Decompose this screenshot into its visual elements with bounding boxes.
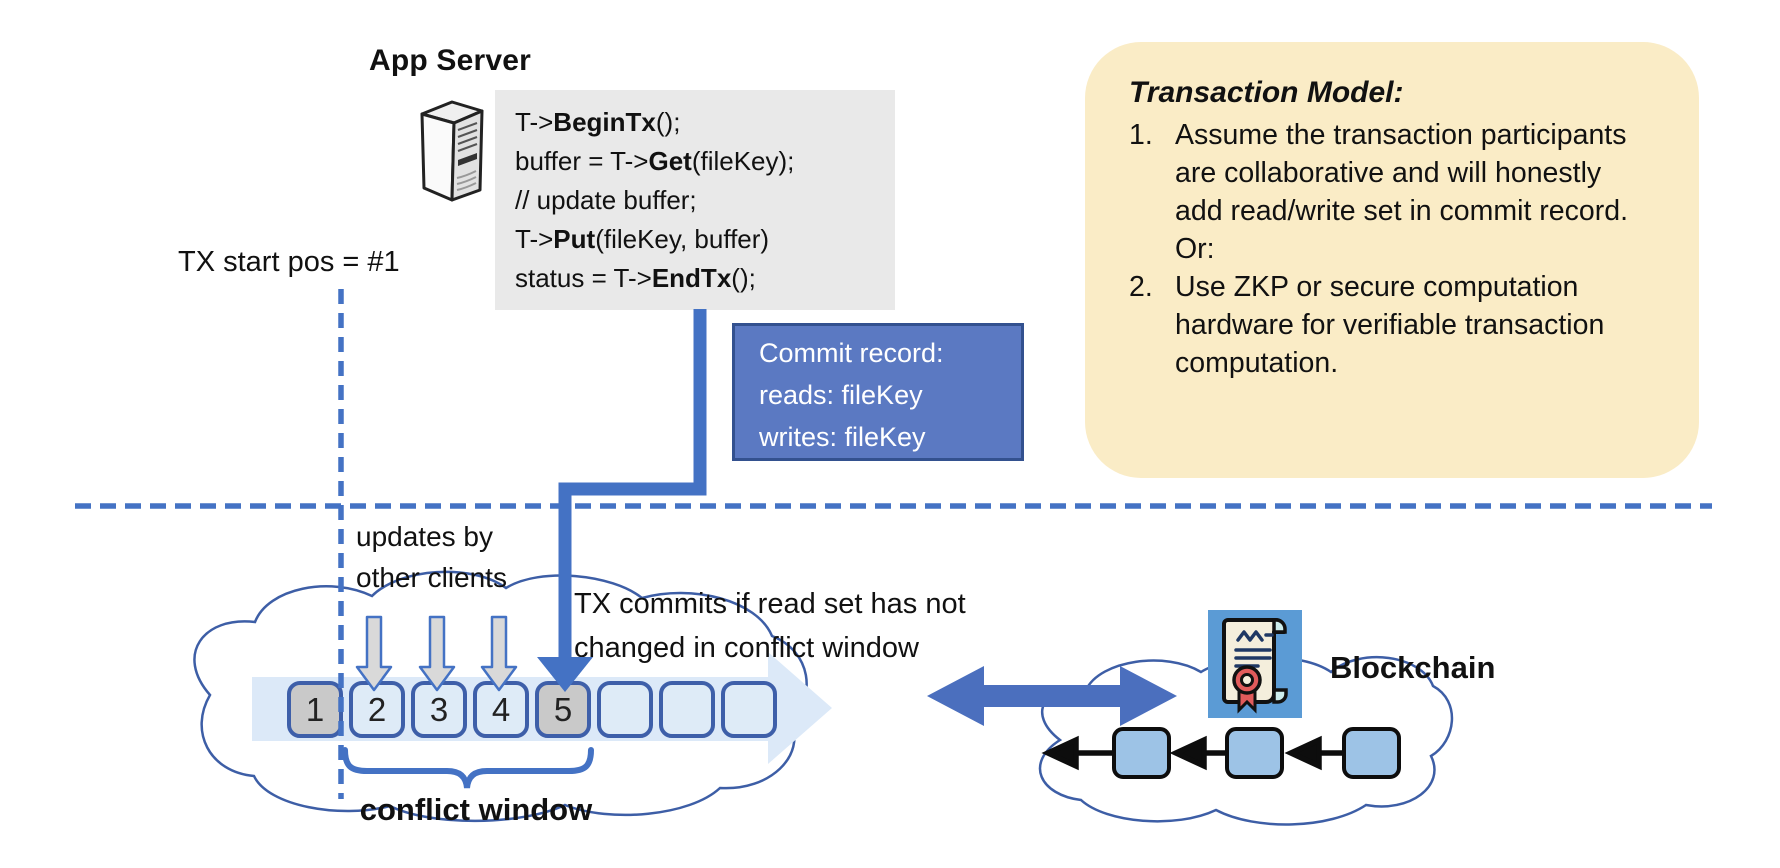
server-icon <box>408 94 494 206</box>
blockchain-label: Blockchain <box>1330 650 1496 685</box>
chain-block <box>1342 727 1401 779</box>
log-slot-1: 1 <box>287 681 343 738</box>
transaction-model-item: 1. Assume the transaction participants a… <box>1129 116 1659 268</box>
commit-record-line: reads: fileKey <box>759 380 923 410</box>
blockchain-certificate-icon <box>1208 610 1302 718</box>
code-line: status = T->EndTx(); <box>515 263 756 293</box>
log-slot-8 <box>721 681 777 738</box>
transaction-model-title: Transaction Model: <box>1129 76 1404 109</box>
log-slot-5: 5 <box>535 681 591 738</box>
log-slot-6 <box>597 681 653 738</box>
code-line: T->Put(fileKey, buffer) <box>515 224 770 254</box>
log-slot-7 <box>659 681 715 738</box>
updates-by-other-clients-label: updates by other clients <box>356 521 507 593</box>
commit-record-box: Commit record: reads: fileKey writes: fi… <box>732 323 1024 461</box>
sync-double-arrow <box>927 666 1177 726</box>
chain-block <box>1225 727 1284 779</box>
chain-block <box>1112 727 1171 779</box>
list-number: 1. <box>1129 119 1153 151</box>
tx-start-pos-label: TX start pos = #1 <box>178 246 400 278</box>
commit-record-line: writes: fileKey <box>759 422 926 452</box>
tx-commits-note-label: TX commits if read set has not changed i… <box>574 588 966 664</box>
code-line: T->BeginTx(); <box>515 107 681 137</box>
conflict-window-brace <box>342 747 594 789</box>
list-number: 2. <box>1129 271 1153 303</box>
log-slot-4: 4 <box>473 681 529 738</box>
transaction-code-box: T->BeginTx(); buffer = T->Get(fileKey); … <box>495 90 895 310</box>
app-server-label: App Server <box>368 44 532 77</box>
code-line: buffer = T->Get(fileKey); <box>515 146 795 176</box>
log-slot-2: 2 <box>349 681 405 738</box>
log-slot-3: 3 <box>411 681 467 738</box>
transaction-model-item: 2. Use ZKP or secure computation hardwar… <box>1129 268 1659 382</box>
code-line: // update buffer; <box>515 185 697 215</box>
conflict-window-label: conflict window <box>359 792 593 827</box>
commit-record-line: Commit record: <box>759 338 944 368</box>
chain-link-arrows <box>1041 735 1342 771</box>
transaction-model-callout: Transaction Model: 1. Assume the transac… <box>1085 42 1699 478</box>
